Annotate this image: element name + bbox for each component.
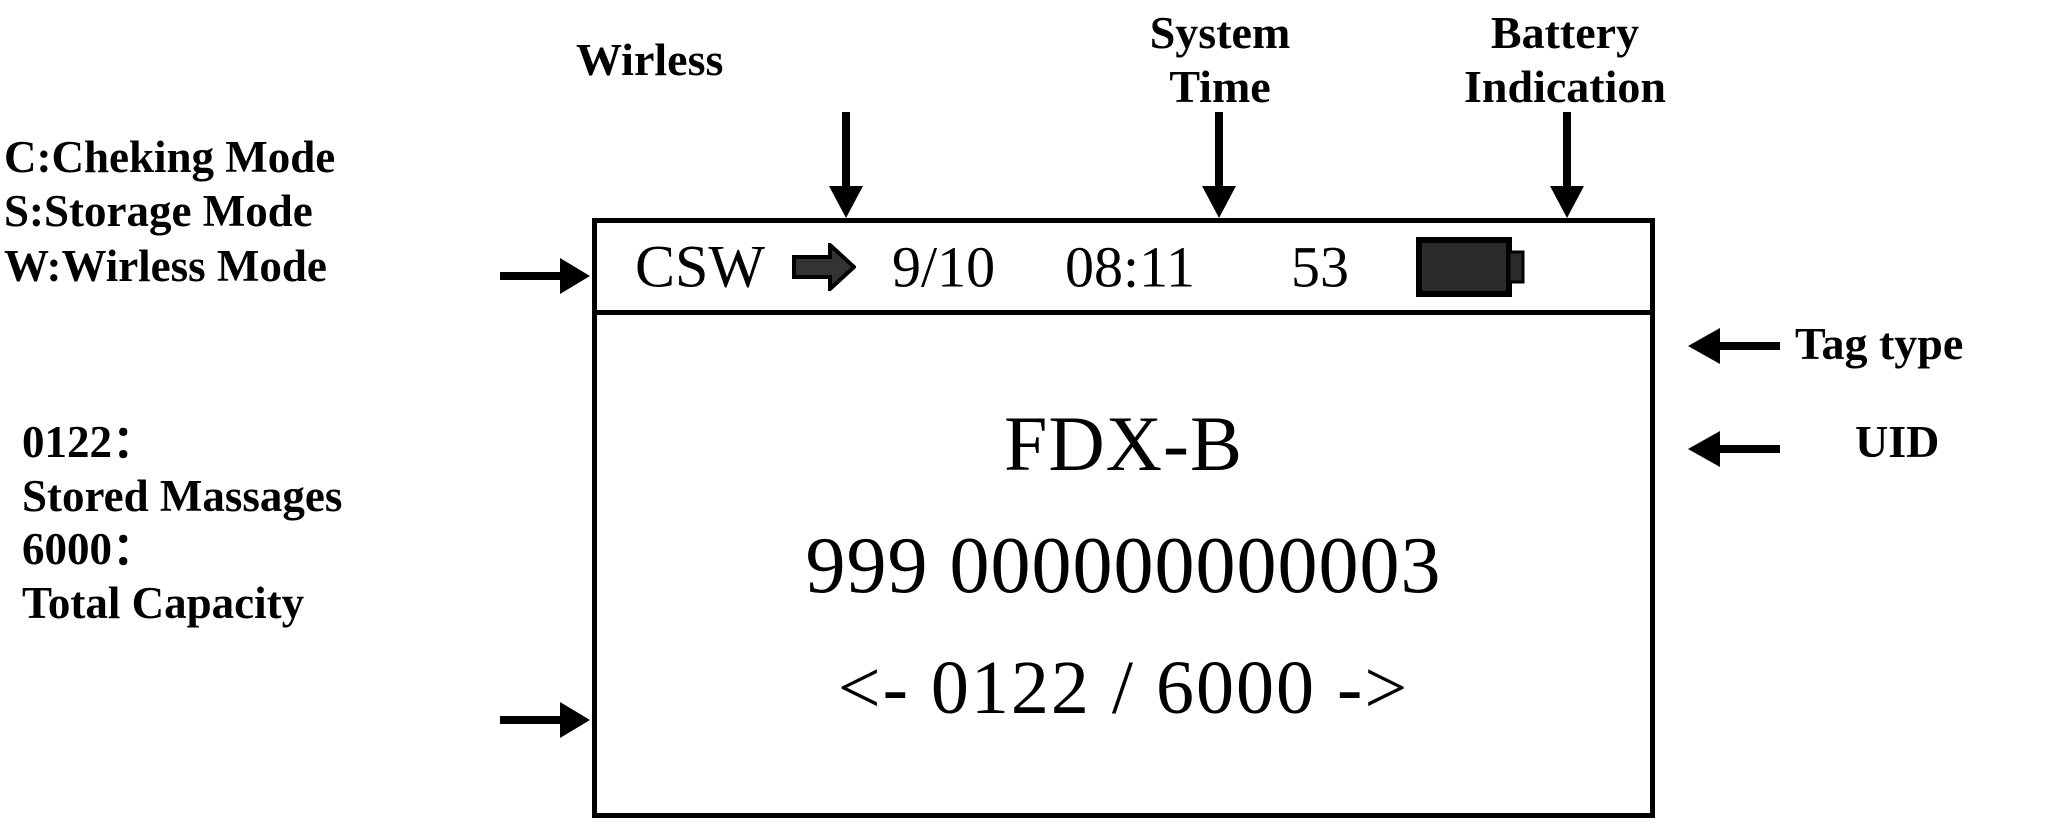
lcd-screen: CSW 9/10 08:11 53 FDX-B 999 000000000003… <box>592 218 1655 818</box>
display-record-pager: <- 0122 / 6000 -> <box>837 646 1410 730</box>
tag-type-annotation-label: Tag type <box>1795 318 1964 369</box>
wireless-annotation-label: Wirless <box>576 34 724 85</box>
uid-pointer-arrow <box>1686 425 1782 473</box>
total-capacity-value-label: 6000： <box>22 524 158 574</box>
mode-legend: C:Cheking Mode S:Storage Mode W:Wirless … <box>4 130 335 293</box>
mode-legend-wireless: W:Wirless Mode <box>4 240 327 291</box>
battery-full-icon <box>1415 236 1527 298</box>
battery-label-line1: Battery <box>1490 7 1640 58</box>
wireless-right-arrow-icon <box>792 239 857 294</box>
display-tag-type: FDX-B <box>1003 400 1244 487</box>
lcd-status-bar: CSW 9/10 08:11 53 <box>597 223 1650 315</box>
lcd-display-area: FDX-B 999 000000000003 <- 0122 / 6000 -> <box>597 315 1650 818</box>
mode-legend-pointer-arrow <box>498 252 590 300</box>
tag-type-pointer-arrow <box>1686 322 1782 370</box>
mode-legend-storage: S:Storage Mode <box>4 186 313 237</box>
battery-label-line2: Indication <box>1464 60 1666 112</box>
total-capacity-name-label: Total Capacity <box>22 578 305 629</box>
status-time: 08:11 <box>1065 234 1195 299</box>
stored-messages-annotation: 0122： Stored Massages <box>22 415 342 524</box>
status-date: 9/10 <box>892 234 996 299</box>
uid-annotation-label: UID <box>1855 416 1940 467</box>
display-uid: 999 000000000003 <box>805 522 1442 610</box>
battery-annotation-label: Battery Indication <box>1420 6 1710 114</box>
wireless-pointer-arrow <box>826 112 866 218</box>
capacity-pointer-arrow <box>498 696 590 744</box>
stored-messages-value-label: 0122： <box>22 417 158 467</box>
system-time-label-line2: Time <box>1169 60 1271 112</box>
status-seconds: 53 <box>1291 234 1349 299</box>
mode-legend-checking: C:Cheking Mode <box>4 132 336 182</box>
stored-messages-name-label: Stored Massages <box>22 471 343 522</box>
status-mode-indicator: CSW <box>635 233 766 299</box>
system-time-pointer-arrow <box>1199 112 1239 218</box>
system-time-label-line1: System <box>1149 7 1291 58</box>
total-capacity-annotation: 6000： Total Capacity <box>22 522 304 631</box>
system-time-annotation-label: System Time <box>1145 6 1295 114</box>
battery-pointer-arrow <box>1547 112 1587 218</box>
